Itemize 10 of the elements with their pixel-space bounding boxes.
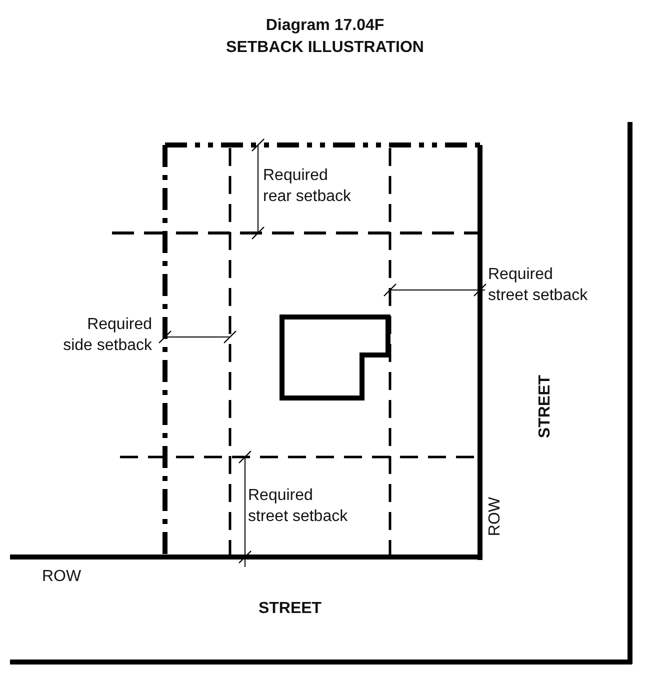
annotation-label: ROW (486, 496, 504, 538)
diagram-subtitle: SETBACK ILLUSTRATION (225, 38, 425, 58)
annotation-label: ROW (42, 567, 82, 587)
annotation-label: Required rear setback (263, 166, 352, 207)
annotation-label: Required side setback (62, 315, 152, 356)
street-label: STREET (536, 374, 554, 440)
street-label: STREET (257, 599, 323, 619)
diagram-title: Diagram 17.04F (264, 16, 386, 36)
annotation-label: Required street setback (488, 265, 589, 306)
annotation-label: Required street setback (248, 486, 349, 527)
